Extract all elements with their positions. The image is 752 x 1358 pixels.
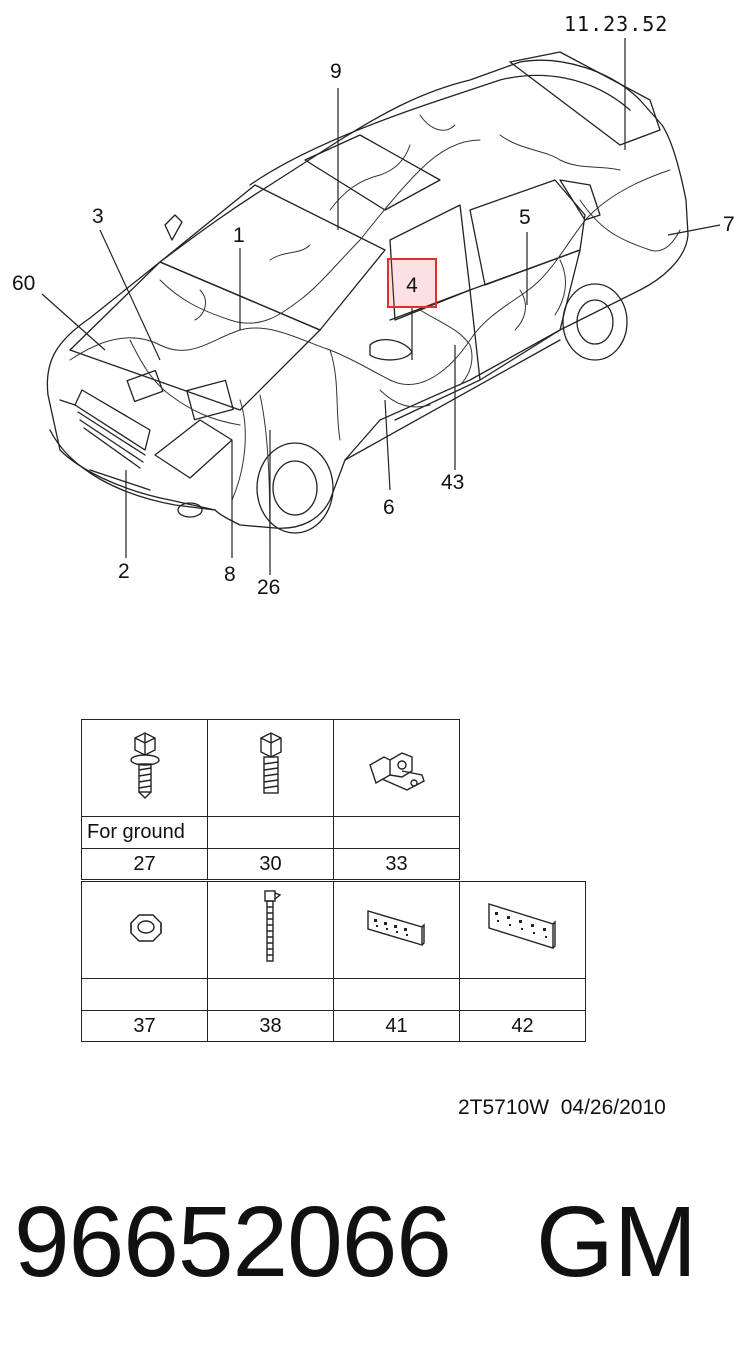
leader-line-3 [99, 229, 161, 361]
callout-26: 26 [257, 576, 281, 599]
hood [69, 261, 321, 411]
front-door [389, 289, 481, 421]
front-bumper [49, 429, 216, 511]
part-30-image [207, 719, 334, 817]
part-number-37: 37 [81, 1010, 208, 1042]
rear-wheel [562, 283, 628, 361]
part-37-note [81, 978, 208, 1011]
battery [186, 379, 234, 421]
leader-line-60 [41, 293, 106, 351]
rear-side-window [469, 179, 586, 286]
bracket-clip-icon [368, 752, 425, 791]
cable-tie-icon [263, 890, 281, 962]
part-27-image [81, 719, 208, 817]
connector-block-4-icon [366, 910, 425, 946]
flange-bolt-icon [129, 732, 160, 799]
part-42-note [459, 978, 586, 1011]
callout-1: 1 [233, 224, 245, 247]
callout-4-highlight: 4 [387, 258, 437, 308]
antenna [164, 214, 183, 241]
part-38-image [207, 881, 334, 979]
part-41-image [333, 881, 460, 979]
part-number-33: 33 [333, 848, 460, 880]
front-wheel [256, 442, 334, 534]
front-grille [74, 389, 151, 451]
part-number: 96652066 [14, 1186, 452, 1298]
part-30-note [207, 816, 334, 849]
callout-11-23-52: 11.23.52 [564, 12, 669, 36]
leader-line-6 [384, 399, 391, 491]
part-number-41: 41 [333, 1010, 460, 1042]
brand-label: GM [536, 1186, 698, 1298]
callout-7: 7 [723, 213, 735, 236]
headlight [154, 419, 233, 479]
part-number-38: 38 [207, 1010, 334, 1042]
leader-line-7 [667, 224, 721, 236]
callout-8: 8 [224, 563, 236, 586]
callout-3: 3 [92, 205, 104, 228]
parts-table-2: 37 38 41 42 [81, 881, 586, 1042]
part-27-note: For ground [81, 816, 208, 849]
rear-door [469, 249, 581, 381]
part-37-image [81, 881, 208, 979]
part-number-30: 30 [207, 848, 334, 880]
drawing-code: 2T5710W 04/26/2010 [458, 1096, 666, 1119]
roof-line [249, 74, 631, 186]
callout-60: 60 [12, 272, 36, 295]
part-33-note [333, 816, 460, 849]
callout-43: 43 [441, 471, 465, 494]
car-wiring-diagram [41, 38, 721, 575]
part-33-image [333, 719, 460, 817]
sunroof [304, 134, 441, 211]
windshield [159, 184, 386, 331]
quarter-window [559, 179, 601, 221]
car-body-outline [46, 59, 689, 529]
callout-6: 6 [383, 496, 395, 519]
part-number-42: 42 [459, 1010, 586, 1042]
callout-9: 9 [330, 60, 342, 83]
side-mirror [369, 339, 413, 361]
bolt-icon [259, 732, 282, 794]
part-number-27: 27 [81, 848, 208, 880]
part-41-note [333, 978, 460, 1011]
part-38-note [207, 978, 334, 1011]
part-42-image [459, 881, 586, 979]
rear-spoiler [509, 51, 661, 146]
connector-block-5-icon [487, 903, 556, 949]
parts-table-1: For ground 27 30 33 [81, 719, 460, 880]
callout-2: 2 [118, 560, 130, 583]
callout-5: 5 [519, 206, 531, 229]
wiring-harness [69, 169, 671, 385]
hex-nut-icon [129, 914, 162, 942]
callout-4: 4 [406, 274, 418, 297]
